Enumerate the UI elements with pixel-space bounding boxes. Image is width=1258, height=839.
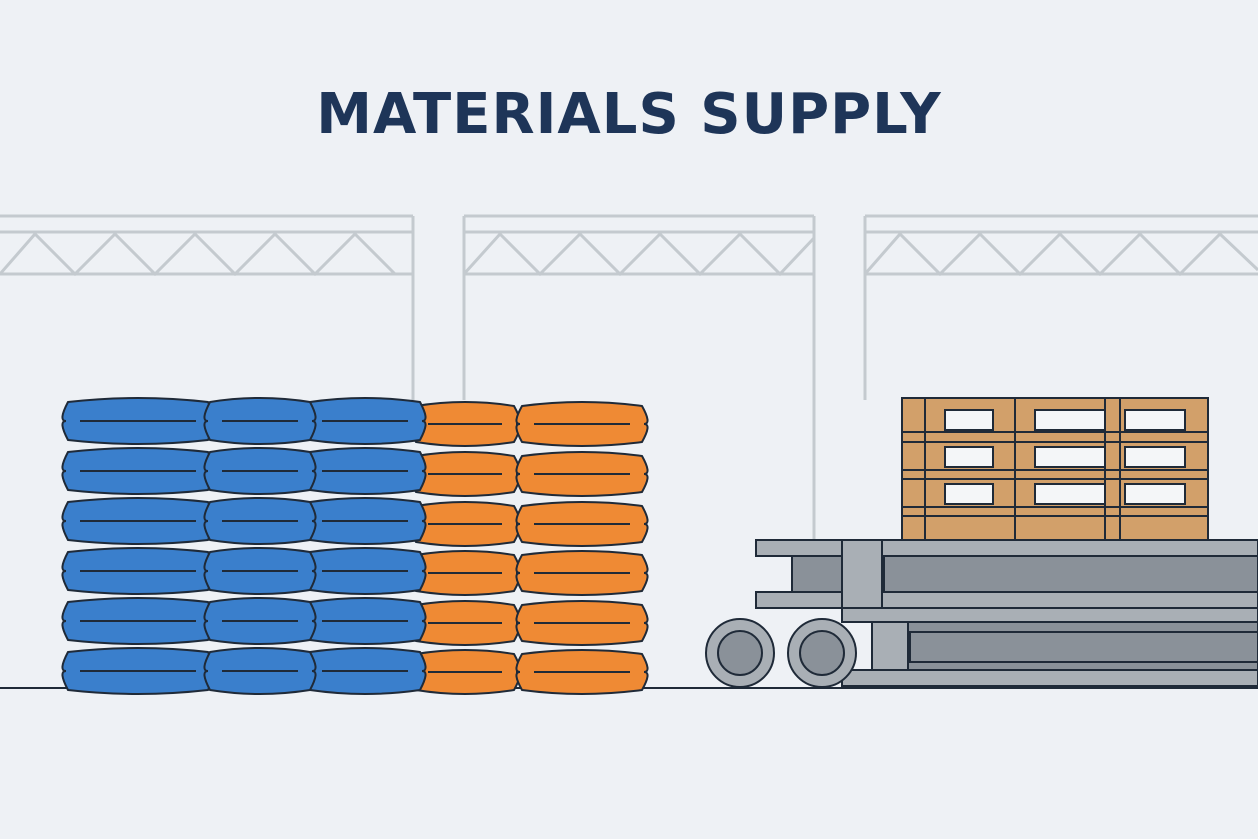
steel-pipe-icon [705,618,857,688]
blue-sack-icon [61,397,427,695]
page-title: MATERIALS SUPPLY [316,82,942,147]
roof-truss-icon [0,214,1258,540]
wooden-pallet-icon [901,397,1209,541]
orange-sack-icon [409,401,649,695]
steel-i-beam-icon [755,539,1258,687]
